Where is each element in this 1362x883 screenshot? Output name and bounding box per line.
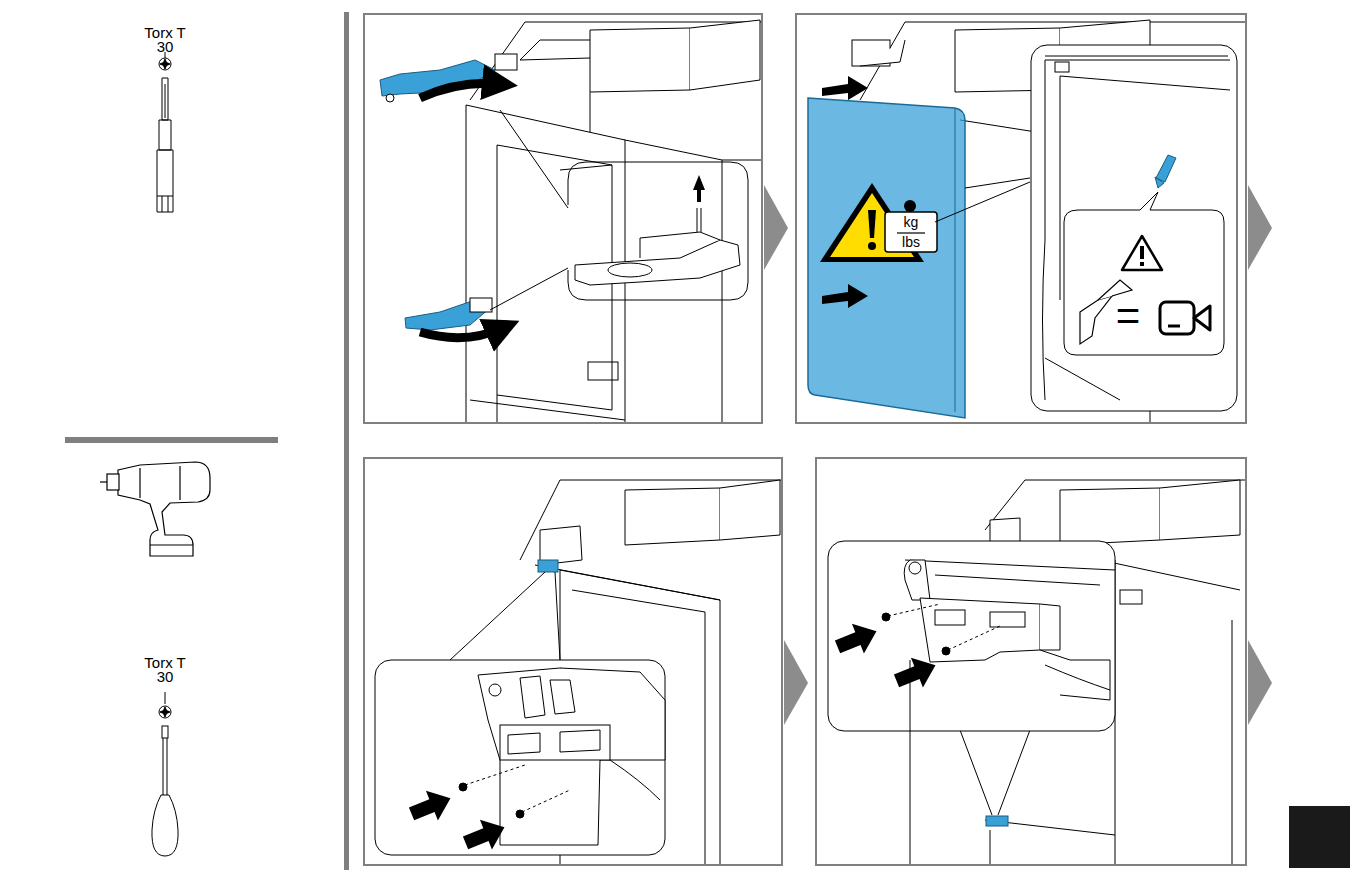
top-hinge-screw-step: [375, 480, 781, 864]
door-mount-step: [808, 20, 1245, 422]
torx-bit: [157, 52, 173, 212]
step-frame: [364, 14, 1246, 865]
separator-bar: [65, 437, 278, 443]
weight-unit: kg: [894, 213, 928, 231]
separator-bar: [344, 12, 349, 870]
tool-label: Torx T 30: [140, 656, 190, 684]
cordless-drill: [100, 462, 210, 556]
equals-sign: =: [1113, 294, 1143, 338]
page-tab: [1289, 806, 1350, 868]
weight-unit: lbs: [892, 233, 930, 251]
hinge-swap-step: [380, 20, 761, 422]
torx-screwdriver: [152, 692, 178, 856]
bottom-hinge-screw-step: [828, 480, 1245, 864]
tool-label: Torx T 30: [140, 26, 190, 54]
weight-warning: [820, 183, 937, 262]
